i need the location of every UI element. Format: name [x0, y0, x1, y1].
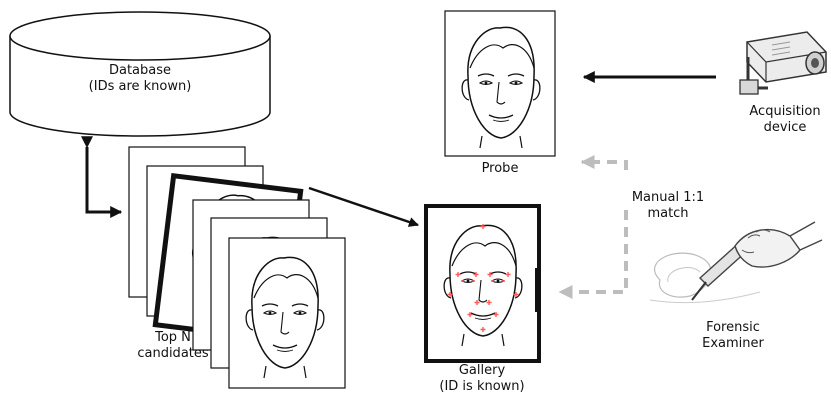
- gallery-label-line1: Gallery: [458, 363, 506, 378]
- acquisition-device-label: Acquisition device: [735, 104, 831, 136]
- gallery-label: Gallery (ID is known): [422, 363, 542, 395]
- manual-match-label: Manual 1:1 match: [620, 190, 716, 222]
- database-candidates-connector: [81, 136, 123, 218]
- manual-match-dashed-arrow: [580, 155, 628, 170]
- manual-match-line1: Manual 1:1: [631, 190, 705, 205]
- gallery-portrait: [424, 204, 541, 363]
- probe-portrait: [444, 10, 556, 157]
- database-cylinder: [9, 11, 271, 137]
- candidates-label-line1: Top N: [155, 330, 191, 345]
- acquisition-label-line1: Acquisition: [749, 104, 821, 119]
- candidates-label: Top N candidates: [132, 330, 214, 362]
- manual-match-line2: match: [647, 206, 689, 221]
- forensic-label-line1: Forensic: [706, 320, 760, 335]
- camera-icon: [739, 31, 827, 95]
- candidates-to-gallery-arrow: [308, 186, 419, 227]
- database-label-line2: (IDs are known): [88, 79, 192, 94]
- candidates-label-line2: candidates: [137, 346, 209, 361]
- candidate-card: [228, 237, 346, 389]
- database-label: Database (IDs are known): [70, 63, 210, 95]
- database-label-line1: Database: [108, 63, 172, 78]
- acquisition-label-line2: device: [763, 120, 807, 135]
- probe-label: Probe: [481, 161, 519, 176]
- manual-match-dashed-arrow: [558, 210, 628, 299]
- forensic-examiner-sketch: [649, 221, 823, 304]
- forensic-label-line2: Examiner: [702, 336, 764, 351]
- gallery-label-line2: (ID is known): [439, 379, 525, 394]
- forensic-examiner-label: Forensic Examiner: [688, 320, 778, 352]
